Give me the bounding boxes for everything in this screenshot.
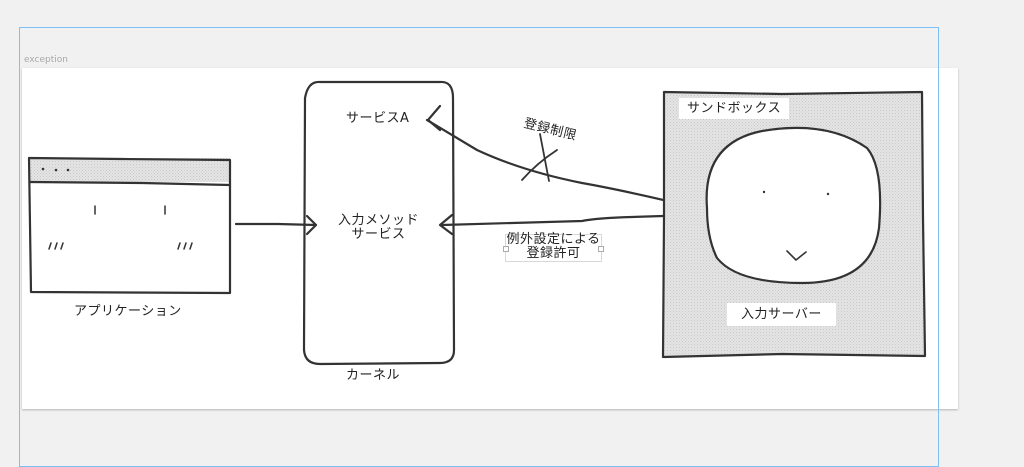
service-a-label: サービスA xyxy=(346,111,410,126)
sandbox-label: サンドボックス xyxy=(679,98,790,119)
application-window[interactable] xyxy=(27,156,232,295)
diagram-canvas[interactable]: アプリケーション サービスA 入力メソッド サービス カーネル 登録制限 例外設… xyxy=(22,68,958,409)
allowed-label-line1: 例外設定による xyxy=(506,232,601,247)
allowed-registration-label: 例外設定による 登録許可 xyxy=(505,233,602,261)
frame-name-label[interactable]: exception xyxy=(24,55,68,65)
input-server-label: 入力サーバー xyxy=(727,303,836,326)
resize-handle-right[interactable] xyxy=(598,246,604,252)
allowed-label-selection-box[interactable] xyxy=(503,234,604,262)
kernel-box xyxy=(302,80,456,366)
application-label: アプリケーション xyxy=(74,304,182,319)
input-server-face[interactable] xyxy=(705,126,882,285)
kernel-label: カーネル xyxy=(346,368,401,383)
allowed-label-line2: 登録許可 xyxy=(526,246,581,261)
input-method-service-line1: 入力メソッド xyxy=(338,213,420,228)
input-method-service-line2: サービス xyxy=(351,227,406,242)
arrow-app-to-kernel[interactable] xyxy=(234,214,318,236)
resize-handle-left[interactable] xyxy=(503,246,509,252)
sketch-drawing xyxy=(27,80,927,366)
input-method-service-label: 入力メソッド サービス xyxy=(338,214,419,242)
arrow-allowed-input-method[interactable] xyxy=(438,213,697,236)
arrow-blocked-service-a[interactable] xyxy=(425,104,691,208)
